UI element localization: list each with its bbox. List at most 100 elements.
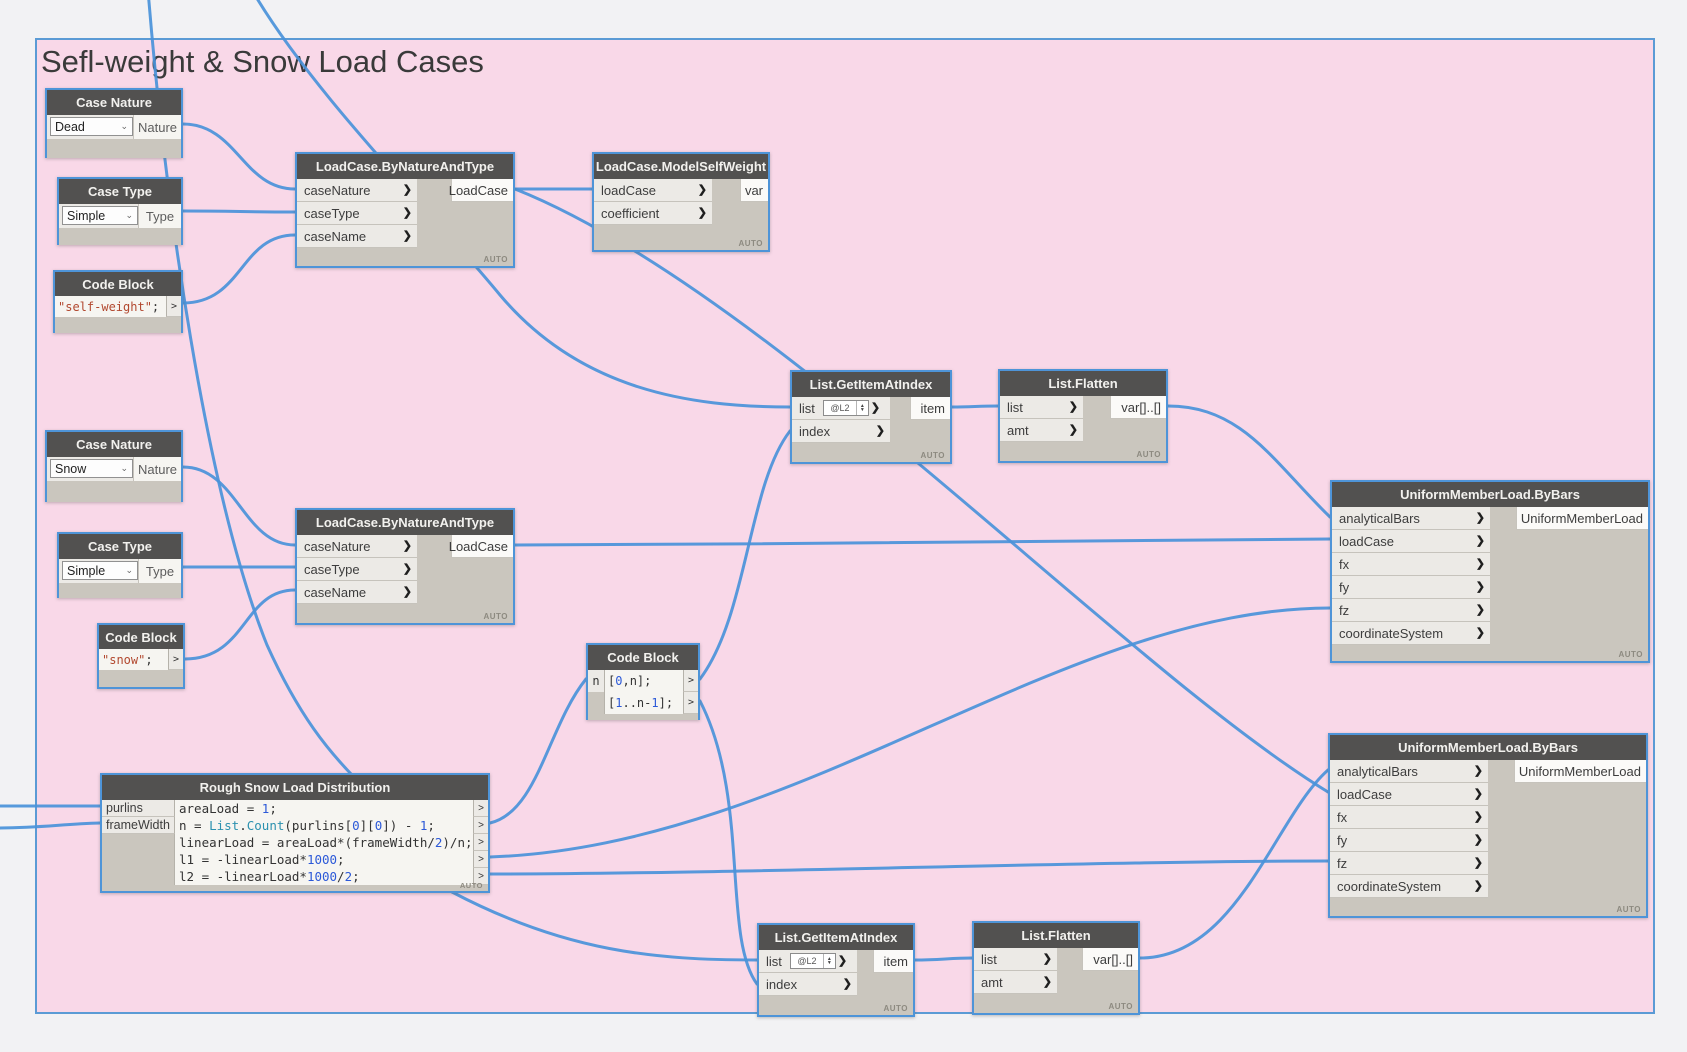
port-chevron-icon[interactable]: ❯ bbox=[1473, 787, 1483, 800]
lacing-level-spinner[interactable]: @L2 ▲▼ bbox=[789, 953, 836, 969]
input-coordinatesystem[interactable]: coordinateSystem❯ bbox=[1332, 622, 1490, 645]
output-port-icon[interactable]: > bbox=[473, 868, 488, 885]
input-list[interactable]: list❯ bbox=[1000, 396, 1083, 419]
wire-getitem1-to-flatten1[interactable] bbox=[950, 404, 1000, 409]
wire-flatten1-to-uml1-bars[interactable] bbox=[1166, 404, 1332, 519]
wire-type1-to-casetype1[interactable] bbox=[181, 209, 297, 214]
input-coordinatesystem[interactable]: coordinateSystem❯ bbox=[1330, 875, 1488, 898]
code-line[interactable]: [0,n]; bbox=[605, 670, 683, 692]
code-line[interactable]: areaLoad = 1; bbox=[175, 800, 473, 817]
input-index[interactable]: index❯ bbox=[792, 420, 890, 443]
port-chevron-icon[interactable]: ❯ bbox=[875, 424, 885, 437]
input-loadcase[interactable]: loadCase❯ bbox=[594, 179, 712, 202]
port-chevron-icon[interactable]: ❯ bbox=[697, 183, 707, 196]
node-case-nature-2[interactable]: Case Nature Snow ⌄ Nature bbox=[45, 430, 183, 502]
output-port-icon[interactable]: > bbox=[683, 670, 698, 692]
node-title[interactable]: LoadCase.ByNatureAndType bbox=[297, 510, 513, 535]
input-amt[interactable]: amt❯ bbox=[1000, 419, 1083, 442]
input-fz[interactable]: fz❯ bbox=[1332, 599, 1490, 622]
input-fy[interactable]: fy❯ bbox=[1330, 829, 1488, 852]
wire-nature1-to-casenature1[interactable] bbox=[181, 122, 297, 191]
port-chevron-icon[interactable]: ❯ bbox=[1475, 534, 1485, 547]
input-amt[interactable]: amt❯ bbox=[974, 971, 1057, 994]
wire-external-left-to-framewidth[interactable] bbox=[0, 821, 102, 830]
port-chevron-icon[interactable]: ❯ bbox=[1042, 975, 1052, 988]
node-loadcase-bynatureandtype-1[interactable]: LoadCase.ByNatureAndType caseNature❯ cas… bbox=[295, 152, 515, 268]
wire-rough-l1-to-uml1-fz[interactable] bbox=[488, 606, 1332, 859]
port-chevron-icon[interactable]: ❯ bbox=[837, 954, 848, 967]
wire-loadcase2-to-uml1-loadcase[interactable] bbox=[513, 537, 1332, 547]
node-title[interactable]: Case Type bbox=[59, 534, 181, 559]
node-title[interactable]: Case Nature bbox=[47, 432, 181, 457]
port-chevron-icon[interactable]: ❯ bbox=[1475, 557, 1485, 570]
wire-getitem2-to-flatten2[interactable] bbox=[913, 956, 974, 962]
port-chevron-icon[interactable]: ❯ bbox=[1473, 833, 1483, 846]
node-loadcase-bynatureandtype-2[interactable]: LoadCase.ByNatureAndType caseNature❯ cas… bbox=[295, 508, 515, 625]
case-nature-1-dropdown[interactable]: Dead ⌄ bbox=[50, 117, 133, 136]
output-port-icon[interactable]: > bbox=[473, 817, 488, 834]
port-chevron-icon[interactable]: ❯ bbox=[1473, 879, 1483, 892]
input-fx[interactable]: fx❯ bbox=[1332, 553, 1490, 576]
input-casenature[interactable]: caseNature❯ bbox=[297, 179, 417, 202]
code-line[interactable]: l2 = -linearLoad*1000/2; bbox=[175, 868, 473, 885]
output-port-uniformmemberload[interactable]: UniformMemberLoad bbox=[1514, 760, 1646, 783]
output-port-icon[interactable]: > bbox=[473, 851, 488, 868]
node-title[interactable]: Case Type bbox=[59, 179, 181, 204]
node-case-nature-1[interactable]: Case Nature Dead ⌄ Nature bbox=[45, 88, 183, 158]
output-port-var[interactable]: var bbox=[740, 179, 768, 202]
input-analyticalbars[interactable]: analyticalBars❯ bbox=[1330, 760, 1488, 783]
input-coefficient[interactable]: coefficient❯ bbox=[594, 202, 712, 225]
node-title[interactable]: Code Block bbox=[588, 645, 698, 670]
port-chevron-icon[interactable]: ❯ bbox=[402, 229, 412, 242]
input-loadcase[interactable]: loadCase❯ bbox=[1332, 530, 1490, 553]
node-title[interactable]: UniformMemberLoad.ByBars bbox=[1332, 482, 1648, 507]
input-fx[interactable]: fx❯ bbox=[1330, 806, 1488, 829]
node-case-type-1[interactable]: Case Type Simple ⌄ Type bbox=[57, 177, 183, 245]
input-list[interactable]: list❯ bbox=[974, 948, 1057, 971]
output-port-icon[interactable]: > bbox=[166, 296, 181, 317]
output-port-type[interactable]: Type bbox=[138, 204, 181, 228]
output-port-loadcase[interactable]: LoadCase bbox=[449, 535, 513, 558]
port-chevron-icon[interactable]: ❯ bbox=[1042, 952, 1052, 965]
input-n[interactable]: n bbox=[588, 670, 605, 692]
node-code-block-self-weight[interactable]: Code Block "self-weight"; > bbox=[53, 270, 183, 333]
input-casetype[interactable]: caseType❯ bbox=[297, 202, 417, 225]
code-line[interactable]: "self-weight"; bbox=[55, 296, 166, 317]
node-list-flatten-2[interactable]: List.Flatten list❯ amt❯ var[]..[] AUTO bbox=[972, 921, 1140, 1015]
node-title[interactable]: List.GetItemAtIndex bbox=[759, 925, 913, 950]
port-chevron-icon[interactable]: ❯ bbox=[402, 206, 412, 219]
port-chevron-icon[interactable]: ❯ bbox=[697, 206, 707, 219]
node-title[interactable]: Rough Snow Load Distribution bbox=[102, 775, 488, 800]
input-casename[interactable]: caseName❯ bbox=[297, 225, 417, 248]
input-list[interactable]: list @L2 ▲▼ ❯ bbox=[759, 950, 857, 973]
node-title[interactable]: UniformMemberLoad.ByBars bbox=[1330, 735, 1646, 760]
node-title[interactable]: LoadCase.ByNatureAndType bbox=[297, 154, 513, 179]
code-line[interactable]: [1..n-1]; bbox=[605, 692, 683, 714]
wire-codeblock2-to-casename2[interactable] bbox=[183, 588, 297, 661]
input-analyticalbars[interactable]: analyticalBars❯ bbox=[1332, 507, 1490, 530]
node-code-block-snow[interactable]: Code Block "snow"; > bbox=[97, 623, 185, 689]
node-code-block-range[interactable]: Code Block n [0,n]; > [1..n-1]; > bbox=[586, 643, 700, 720]
node-list-flatten-1[interactable]: List.Flatten list❯ amt❯ var[]..[] AUTO bbox=[998, 369, 1168, 463]
output-port-icon[interactable]: > bbox=[168, 649, 183, 670]
output-port-icon[interactable]: > bbox=[683, 692, 698, 714]
output-port-var[interactable]: var[]..[] bbox=[1082, 948, 1138, 971]
node-title[interactable]: Case Nature bbox=[47, 90, 181, 115]
input-casenature[interactable]: caseNature❯ bbox=[297, 535, 417, 558]
node-loadcase-modelselfweight[interactable]: LoadCase.ModelSelfWeight loadCase❯ coeff… bbox=[592, 152, 770, 252]
node-title[interactable]: Code Block bbox=[99, 625, 183, 649]
port-chevron-icon[interactable]: ❯ bbox=[402, 585, 412, 598]
output-port-nature[interactable]: Nature bbox=[133, 457, 181, 481]
spinner-arrows-icon[interactable]: ▲▼ bbox=[855, 401, 868, 415]
output-port-nature[interactable]: Nature bbox=[133, 115, 181, 139]
input-casetype[interactable]: caseType❯ bbox=[297, 558, 417, 581]
node-uniformmemberload-bybars-1[interactable]: UniformMemberLoad.ByBars analyticalBars❯… bbox=[1330, 480, 1650, 663]
node-title[interactable]: List.GetItemAtIndex bbox=[792, 372, 950, 397]
case-type-2-dropdown[interactable]: Simple ⌄ bbox=[62, 561, 138, 580]
port-chevron-icon[interactable]: ❯ bbox=[870, 401, 881, 414]
output-port-icon[interactable]: > bbox=[473, 834, 488, 851]
code-line[interactable]: linearLoad = areaLoad*(frameWidth/2)/n; bbox=[175, 834, 473, 851]
wire-rough-n-to-codeblock3[interactable] bbox=[488, 677, 588, 825]
port-chevron-icon[interactable]: ❯ bbox=[1475, 603, 1485, 616]
